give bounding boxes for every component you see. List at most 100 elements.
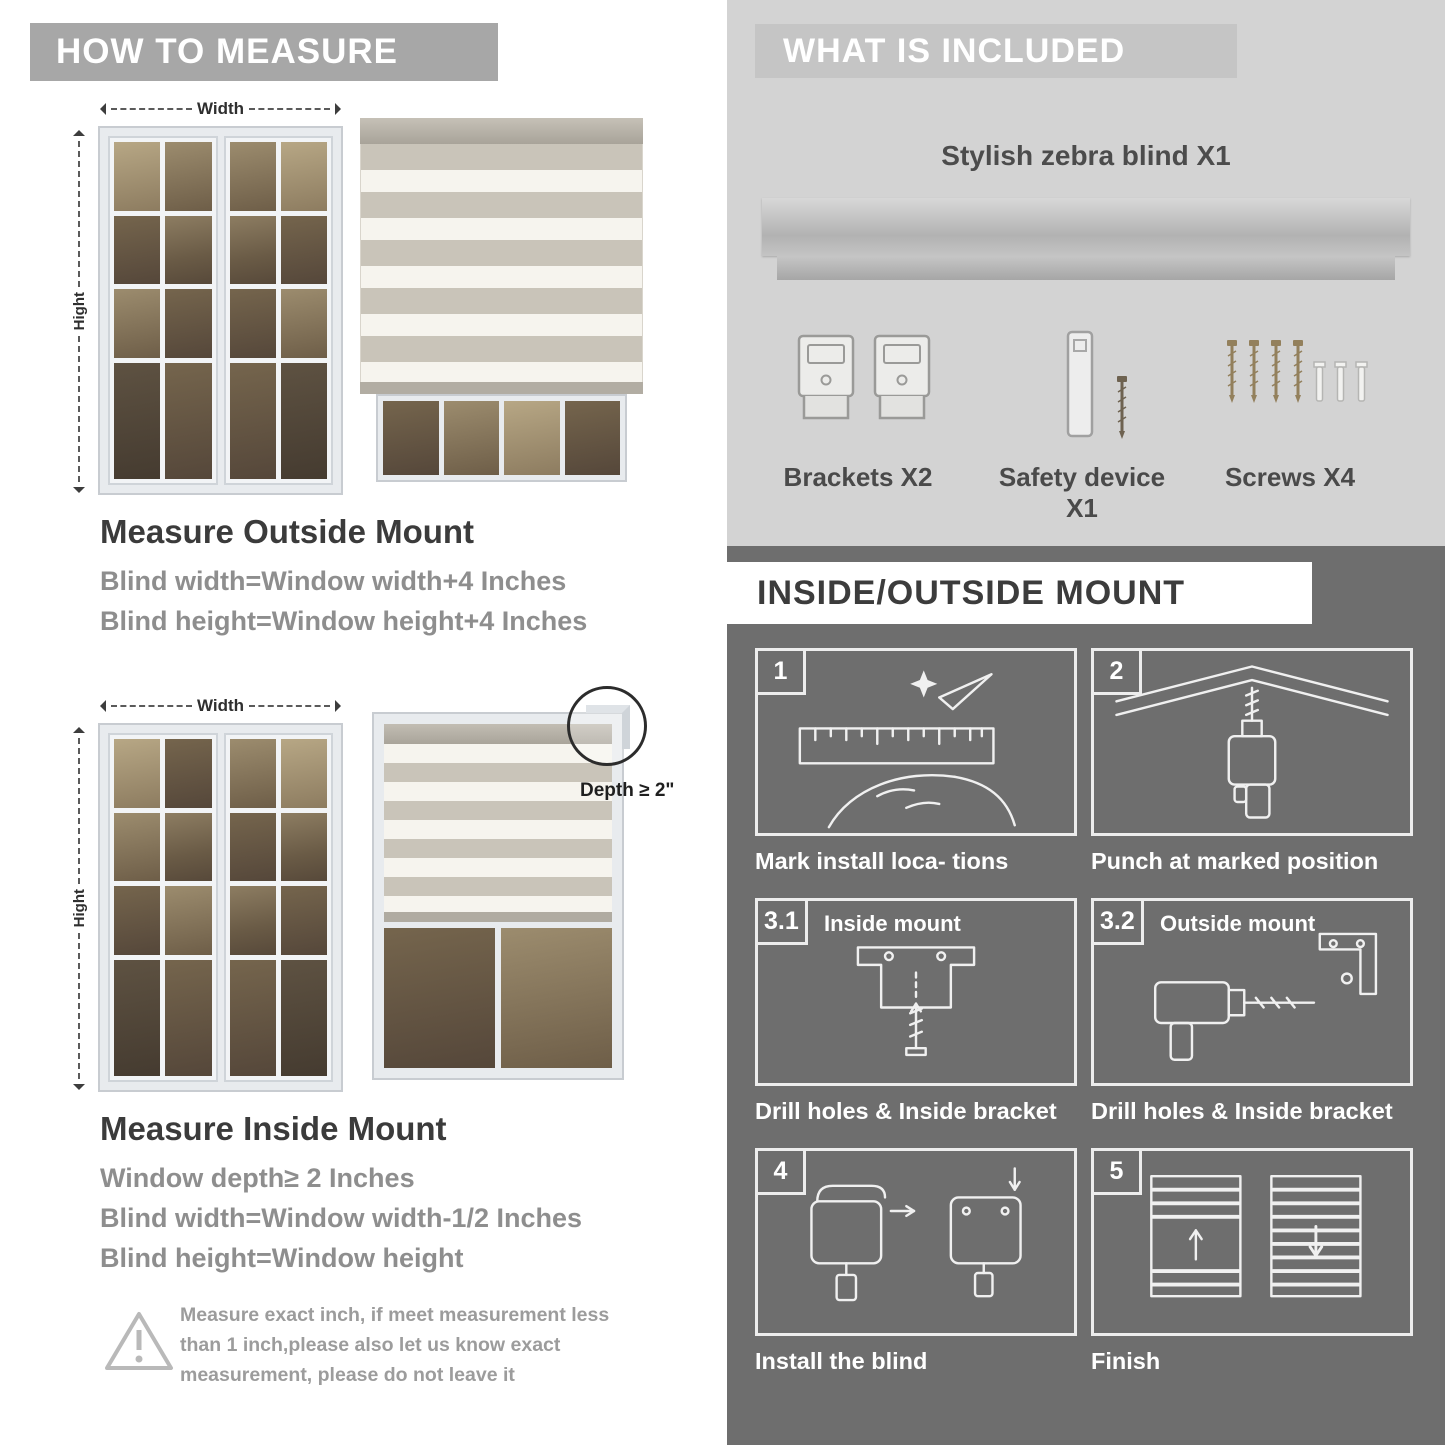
mount-guide-header: INSIDE/OUTSIDE MOUNT (727, 562, 1312, 624)
install-blind-illustration (810, 1167, 1022, 1302)
arrowhead-down-icon (73, 1084, 85, 1091)
step-4-caption: Install the blind (755, 1348, 928, 1374)
step-1: 1 Mark install loca- tions (755, 648, 1077, 875)
window-panes-below-blind (384, 922, 612, 1068)
bracket-icon (873, 334, 931, 420)
step-5-number: 5 (1094, 1151, 1142, 1195)
screws-illustration (1225, 338, 1368, 404)
depth-callout-label: Depth ≥ 2" (580, 780, 675, 801)
zebra-blind-inside-diagram (372, 712, 624, 1080)
step-3-2-title: Outside mount (1160, 911, 1316, 936)
how-to-measure-header: HOW TO MEASURE (30, 23, 498, 81)
window-door-left (108, 136, 218, 485)
brackets-illustration (795, 332, 933, 427)
arrowhead-up-icon (73, 727, 85, 733)
step-4-number: 4 (758, 1151, 806, 1195)
safety-device-icon (1066, 330, 1094, 438)
step-2-number: 2 (1094, 651, 1142, 695)
outside-mount-line-1: Blind width=Window width+4 Inches (100, 566, 567, 596)
step-4: 4 Install the blind (755, 1148, 1077, 1375)
step-1-caption: Mark install loca- tions (755, 848, 1009, 874)
blind-headrail-illustration (762, 198, 1410, 256)
window-diagram-inside: Width Hight (68, 696, 343, 1092)
step-1-number: 1 (758, 651, 806, 695)
wall-anchor-icon (1355, 361, 1368, 402)
screw-icon (1249, 340, 1259, 403)
width-measure-arrow: Width (100, 99, 341, 118)
step-3-1: 3.1 Inside mount Drill holes & Inside br… (755, 898, 1077, 1125)
finished-blinds-illustration (1150, 1174, 1362, 1298)
blind-zebra-stripes (360, 144, 643, 382)
step-3-1-number: 3.1 (758, 901, 808, 945)
window-bottom-peek (376, 394, 627, 482)
measure-warning-text: Measure exact inch, if meet measurement … (180, 1304, 610, 1387)
step-1-box: 1 (755, 648, 1077, 836)
blind-cassette (360, 118, 643, 144)
arrowhead-right-icon (335, 700, 341, 712)
screws-label: Screws X4 (1224, 462, 1356, 492)
bracket-icon (797, 334, 855, 420)
window-frame (98, 126, 343, 495)
height-label: Hight (70, 292, 88, 331)
arrowhead-left-icon (100, 700, 106, 712)
frame-corner-detail (586, 705, 630, 749)
blind-cassette (384, 724, 612, 744)
outside-mount-title: Measure Outside Mount (100, 513, 475, 550)
width-label: Width (196, 696, 245, 715)
arrowhead-left-icon (100, 103, 106, 115)
height-measure-arrow: Hight (70, 130, 88, 494)
safety-device-illustration (1060, 328, 1130, 440)
screw-icon (1117, 376, 1127, 439)
step-2-box: 2 (1091, 648, 1413, 836)
mount-guide-panel: INSIDE/OUTSIDE MOUNT 1 Mark install loca… (727, 546, 1445, 1445)
screw-icon (1271, 340, 1281, 403)
wall-anchor-icon (1334, 361, 1347, 402)
inside-mount-line-1: Window depth≥ 2 Inches (100, 1163, 415, 1193)
blind-bottom-rail (384, 912, 612, 922)
blind-headrail-lip (777, 256, 1395, 280)
brackets-label: Brackets X2 (783, 462, 933, 492)
zebra-blind-product-label: Stylish zebra blind X1 (941, 140, 1231, 171)
step-3-1-title: Inside mount (824, 911, 961, 936)
step-3-2-number: 3.2 (1094, 901, 1144, 945)
safety-device-label: Safety device X1 (998, 462, 1166, 523)
height-measure-arrow: Hight (70, 727, 88, 1091)
wall-anchor-icon (1313, 361, 1326, 402)
inside-bracket-screw-illustration (856, 946, 976, 1057)
arrowhead-down-icon (73, 487, 85, 494)
arrowhead-right-icon (335, 103, 341, 115)
window-door-right (223, 136, 333, 485)
step-3-2-box: 3.2 Outside mount (1091, 898, 1413, 1086)
arrowhead-up-icon (73, 130, 85, 136)
step-5: 5 Finish (1091, 1148, 1413, 1375)
step-5-caption: Finish (1091, 1348, 1161, 1374)
window-door-left (108, 733, 218, 1082)
drill-punch-illustration (1115, 665, 1389, 819)
inside-mount-title: Measure Inside Mount (100, 1110, 447, 1147)
what-is-included-panel: WHAT IS INCLUDED Stylish zebra blind X1 (727, 0, 1445, 546)
height-label: Hight (70, 889, 88, 928)
step-3-1-caption: Drill holes & Inside bracket (755, 1098, 1057, 1124)
step-2-caption: Punch at marked position (1091, 848, 1379, 874)
depth-callout-circle (567, 686, 647, 766)
zebra-blind-outside-diagram (360, 118, 643, 490)
what-is-included-header: WHAT IS INCLUDED (755, 24, 1237, 78)
mark-location-illustration (798, 670, 1016, 829)
step-4-box: 4 (755, 1148, 1077, 1336)
window-door-right (223, 733, 333, 1082)
screw-icon (1227, 340, 1237, 403)
blind-bottom-rail (360, 382, 643, 394)
window-diagram-outside: Width Hight (68, 99, 343, 495)
warning-icon (103, 1308, 175, 1379)
step-3-2-caption: Drill holes & Inside bracket (1091, 1098, 1393, 1124)
window-frame (98, 723, 343, 1092)
step-5-box: 5 (1091, 1148, 1413, 1336)
screw-icon (1293, 340, 1303, 403)
width-measure-arrow: Width (100, 696, 341, 715)
step-2: 2 Punch at marked position (1091, 648, 1413, 875)
outside-bracket-drill-illustration (1153, 932, 1378, 1061)
inside-mount-line-3: Blind height=Window height (100, 1243, 464, 1273)
blind-zebra-stripes (384, 744, 612, 912)
width-label: Width (196, 99, 245, 118)
